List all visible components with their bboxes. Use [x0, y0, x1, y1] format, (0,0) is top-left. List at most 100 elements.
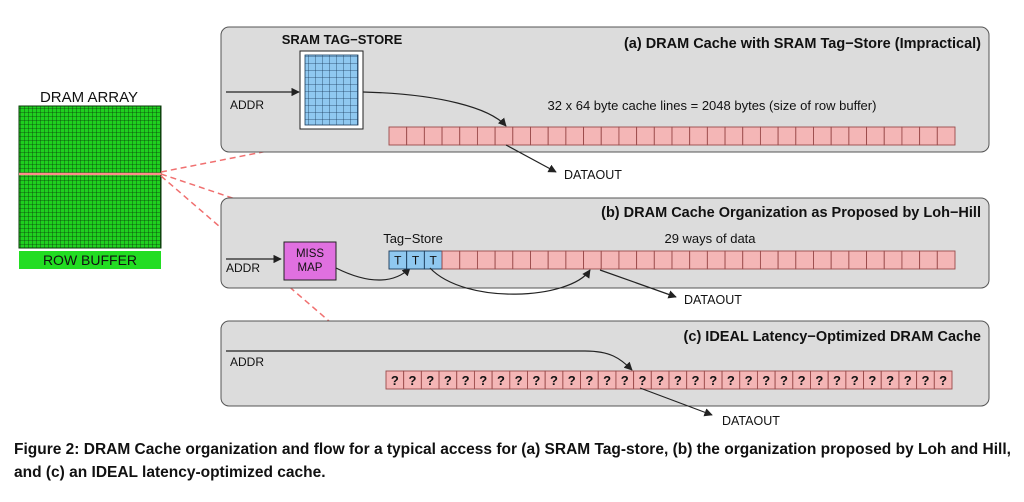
- data-way-cell: [919, 250, 938, 270]
- data-way-cell: [848, 250, 868, 270]
- data-way-cell: [600, 250, 620, 270]
- ideal-cache-cell-label: ?: [585, 373, 593, 388]
- cache-line-cell: [547, 126, 567, 146]
- cache-line-cell: [706, 126, 726, 146]
- ideal-cache-cell-label: ?: [532, 373, 540, 388]
- ideal-cache-cell-label: ?: [833, 373, 841, 388]
- cache-line-cell: [388, 126, 408, 146]
- cache-line-cell: [759, 126, 779, 146]
- ideal-cache-cell-label: ?: [638, 373, 646, 388]
- miss-map-line-2: MAP: [298, 262, 323, 274]
- figure-caption: Figure 2: DRAM Cache organization and fl…: [14, 441, 1011, 481]
- data-way-cell: [689, 250, 708, 270]
- cache-line-cell: [813, 126, 832, 146]
- miss-map-line-1: MISS: [296, 248, 324, 260]
- cache-line-cell: [494, 126, 514, 146]
- cache-line-cell: [406, 126, 425, 146]
- panel-b: (b) DRAM Cache Organization as Proposed …: [220, 197, 990, 307]
- panel-b-addr: ADDR: [226, 261, 260, 275]
- ideal-cache-cell-label: ?: [780, 373, 788, 388]
- data-way-cell: [706, 250, 726, 270]
- ideal-cache-cell-label: ?: [603, 373, 611, 388]
- cache-line-cell: [724, 126, 744, 146]
- miss-map-label: MISS MAP: [296, 248, 324, 274]
- panel-a-lines-note: 32 x 64 byte cache lines = 2048 bytes (s…: [548, 98, 877, 113]
- panel-a-addr: ADDR: [230, 98, 264, 112]
- data-way-cell: [512, 250, 531, 270]
- ideal-cache-cell-label: ?: [391, 373, 399, 388]
- cache-line-cell: [830, 126, 850, 146]
- panel-a-title: (a) DRAM Cache with SRAM Tag−Store (Impr…: [624, 36, 981, 52]
- data-way-cell: [883, 250, 903, 270]
- data-way-cell: [583, 250, 602, 270]
- ideal-cache-cell-label: ?: [550, 373, 558, 388]
- ideal-cache-cell: [933, 370, 953, 390]
- ideal-cache-cell-label: ?: [762, 373, 770, 388]
- ideal-cache-cell-label: ?: [656, 373, 664, 388]
- cache-line-cell: [919, 126, 938, 146]
- panel-b-tag-store-label: Tag−Store: [383, 231, 443, 246]
- data-way-cell: [530, 250, 549, 270]
- data-way-cell: [476, 250, 496, 270]
- ideal-cache-cell-label: ?: [921, 373, 929, 388]
- data-way-cell: [653, 250, 673, 270]
- data-way-cell: [742, 250, 761, 270]
- data-way-cell: [636, 250, 655, 270]
- panel-c-dataout-arrow: [639, 387, 713, 417]
- cache-line-cell: [742, 126, 761, 146]
- panel-b-dataout-arrow: [599, 269, 677, 299]
- data-way-cell: [547, 250, 567, 270]
- cache-line-cell: [795, 126, 814, 146]
- data-way-cell: [777, 250, 797, 270]
- cache-line-cell: [901, 126, 921, 146]
- panel-b-dataout: DATAOUT: [684, 293, 742, 307]
- panel-a-dataout: DATAOUT: [564, 168, 622, 182]
- data-way-cell: [830, 250, 850, 270]
- cache-line-cell: [441, 126, 461, 146]
- dram-array-group: DRAM ARRAY ROW BUFFER: [18, 89, 162, 269]
- panel-a-cache-row: [388, 126, 956, 146]
- ideal-cache-cell-label: ?: [426, 373, 434, 388]
- panel-c-addr-arrow: [226, 350, 633, 371]
- cache-line-cell: [618, 126, 638, 146]
- panel-a-tag-to-data-arrow: [362, 91, 507, 127]
- ideal-cache-cell-label: ?: [745, 373, 753, 388]
- data-way-cell: [494, 250, 514, 270]
- cache-line-cell: [583, 126, 602, 146]
- panel-c-cache-row: ????????????????????????????????: [385, 370, 953, 390]
- sram-tag-store-label: SRAM TAG−STORE: [282, 32, 403, 47]
- tag-cell-label: T: [430, 254, 438, 268]
- cache-line-cell: [671, 126, 691, 146]
- ideal-cache-cell-label: ?: [462, 373, 470, 388]
- cache-line-cell: [600, 126, 620, 146]
- ideal-cache-cell-label: ?: [515, 373, 523, 388]
- data-way-cell: [618, 250, 638, 270]
- panel-c-addr: ADDR: [230, 355, 264, 369]
- data-way-cell: [441, 250, 461, 270]
- ideal-cache-cell-label: ?: [815, 373, 823, 388]
- cache-line-cell: [848, 126, 868, 146]
- cache-line-cell: [530, 126, 549, 146]
- panel-a-box: [220, 26, 990, 153]
- cache-line-cell: [866, 126, 885, 146]
- panel-c-dataout: DATAOUT: [722, 414, 780, 428]
- ideal-cache-cell-label: ?: [692, 373, 700, 388]
- row-buffer-label: ROW BUFFER: [43, 252, 137, 268]
- ideal-cache-cell-label: ?: [886, 373, 894, 388]
- data-way-cell: [459, 250, 478, 270]
- panel-b-title: (b) DRAM Cache Organization as Proposed …: [601, 205, 981, 221]
- ideal-cache-cell-label: ?: [939, 373, 947, 388]
- ideal-cache-cell-label: ?: [409, 373, 417, 388]
- panel-a-dataout-arrow: [505, 144, 557, 173]
- data-way-cell: [901, 250, 921, 270]
- ideal-cache-cell-label: ?: [904, 373, 912, 388]
- data-way-cell: [795, 250, 814, 270]
- data-way-cell: [724, 250, 744, 270]
- row-buffer: [19, 251, 161, 269]
- missmap-to-tag-arrow: [335, 267, 411, 281]
- cache-line-cell: [653, 126, 673, 146]
- ideal-cache-cell-label: ?: [444, 373, 452, 388]
- cache-line-cell: [883, 126, 903, 146]
- cache-line-cell: [423, 126, 443, 146]
